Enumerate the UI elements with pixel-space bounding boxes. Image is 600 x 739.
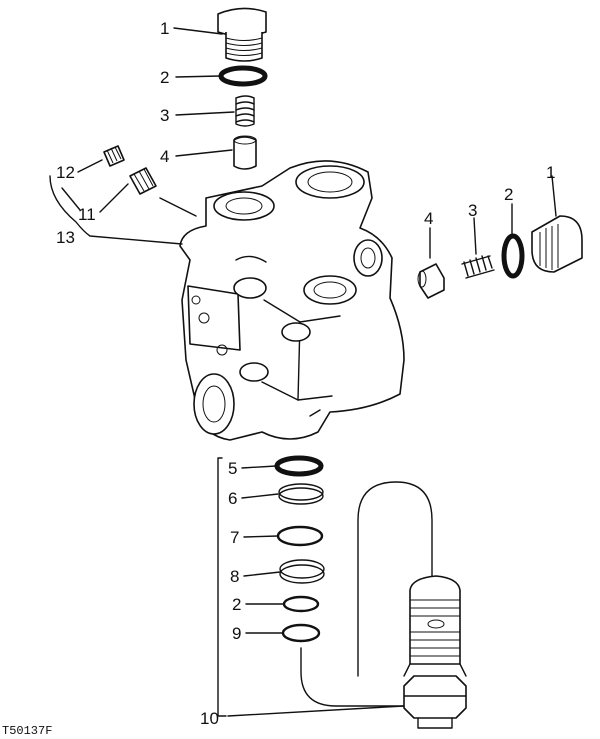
callout-2-right: 2 (504, 185, 513, 204)
valve-housing (179, 160, 405, 441)
seal-ring-5 (274, 455, 324, 477)
callout-10: 10 (200, 709, 219, 728)
callout-4-right: 4 (424, 209, 433, 228)
top-plug (217, 7, 267, 62)
seal-ring-7 (276, 525, 324, 547)
callout-2-bottom: 2 (232, 595, 241, 614)
top-spool (233, 135, 257, 170)
seal-ring-2-lower (282, 595, 320, 613)
seal-ring-8 (279, 559, 325, 584)
seal-ring-9 (281, 623, 321, 643)
figure-code: T50137F (2, 724, 52, 738)
callout-1-right: 1 (546, 163, 555, 182)
seal-kit-bracket (217, 457, 227, 717)
callout-9: 9 (232, 624, 241, 643)
callout-4-top: 4 (160, 147, 169, 166)
seal-ring-6 (278, 483, 324, 505)
small-plug-12 (103, 145, 125, 167)
callout-6: 6 (228, 489, 237, 508)
top-spring (235, 95, 255, 127)
callout-12: 12 (56, 163, 75, 182)
callout-11: 11 (78, 205, 96, 224)
right-plug (531, 215, 583, 273)
callout-8: 8 (230, 567, 239, 586)
callout-1-top: 1 (160, 19, 169, 38)
top-o-ring (218, 65, 268, 87)
callout-3-right: 3 (468, 201, 477, 220)
leader-lines (49, 27, 557, 717)
seal-kit-loop (300, 481, 433, 707)
callout-3-top: 3 (160, 106, 169, 125)
callout-13: 13 (56, 228, 75, 247)
right-spool (417, 263, 445, 299)
callout-2-top: 2 (160, 68, 169, 87)
right-o-ring (501, 233, 525, 279)
callout-7: 7 (230, 528, 239, 547)
right-spring (461, 255, 495, 279)
small-plug-11 (129, 167, 157, 195)
callout-5: 5 (228, 459, 237, 478)
valve-fitting (403, 575, 467, 729)
